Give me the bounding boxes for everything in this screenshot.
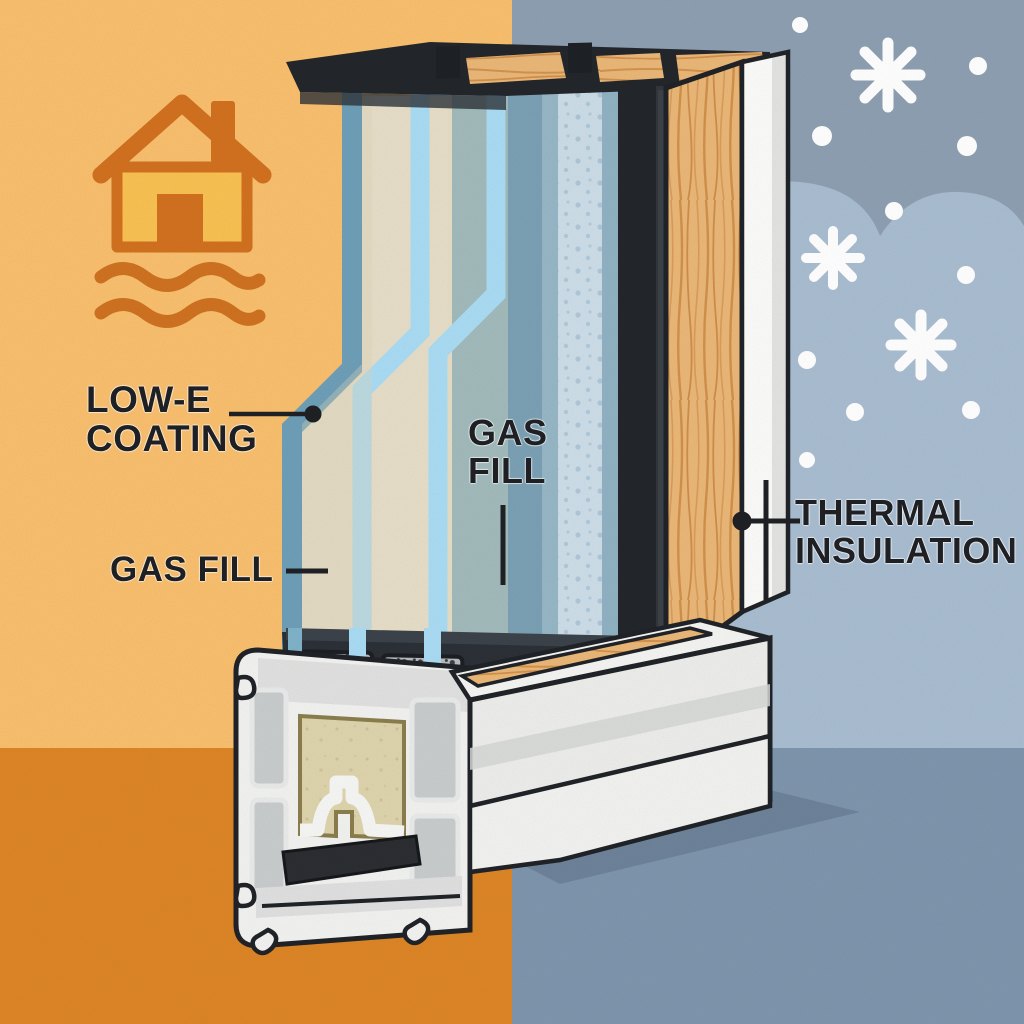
label-low-e-coating: LOW-E COATING <box>86 379 258 460</box>
label-thermal-insulation: THERMAL INSULATION <box>795 492 1018 572</box>
label-gas-fill-center: GAS FILL <box>468 412 548 492</box>
label-gas-fill-left: GAS FILL <box>110 550 274 589</box>
